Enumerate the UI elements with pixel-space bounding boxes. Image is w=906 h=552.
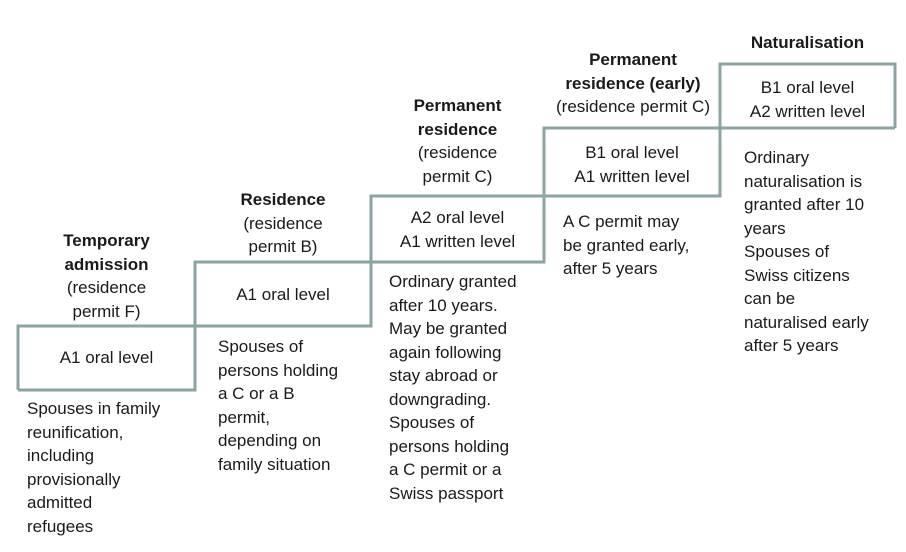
stage-residence-requirement: A1 oral level <box>236 285 330 304</box>
stage-permit: (residence permit F) <box>66 278 147 321</box>
staircase-top-edge <box>16 62 897 390</box>
stage-naturalisation-title: Naturalisation <box>720 31 895 55</box>
stage-name: Residence <box>240 190 326 209</box>
stage-permit: (residence permit C) <box>417 143 498 186</box>
stage-name: Naturalisation <box>750 33 865 52</box>
staircase-bottom-edge <box>18 126 895 392</box>
stage-permit: (residence permit B) <box>243 213 323 257</box>
stage-permanent-residence-requirement: A2 oral level A1 written level <box>399 208 516 251</box>
stage-temporary-admission-requirement: A1 oral level <box>59 348 154 367</box>
stage-permit: (residence permit C) <box>556 97 710 116</box>
stage-permanent-residence-note: Ordinary granted after 10 years. May be … <box>389 272 517 503</box>
stage-temporary-admission-title: Temporary admission (residence permit F) <box>18 229 195 323</box>
stage-residence-title: Residence (residence permit B) <box>195 188 371 259</box>
stage-naturalisation-requirement: B1 oral level A2 written level <box>749 78 866 121</box>
stage-temporary-admission-note: Spouses in family reunification, includi… <box>27 399 161 536</box>
stage-permanent-residence-early-note: A C permit may be granted early, after 5… <box>563 212 690 278</box>
stage-naturalisation-note: Ordinary naturalisation is granted after… <box>744 148 869 355</box>
stage-name: Permanent residence <box>413 96 502 139</box>
stage-residence-note: Spouses of persons holding a C or a B pe… <box>218 337 339 474</box>
stage-permanent-residence-title: Permanent residence (residence permit C) <box>371 94 544 188</box>
stage-name: Temporary admission <box>63 231 150 274</box>
stage-permanent-residence-early-requirement: B1 oral level A1 written level <box>574 143 690 186</box>
stage-name: Permanent residence (early) <box>565 50 701 93</box>
stage-permanent-residence-early-title: Permanent residence (early) (residence p… <box>536 48 730 119</box>
